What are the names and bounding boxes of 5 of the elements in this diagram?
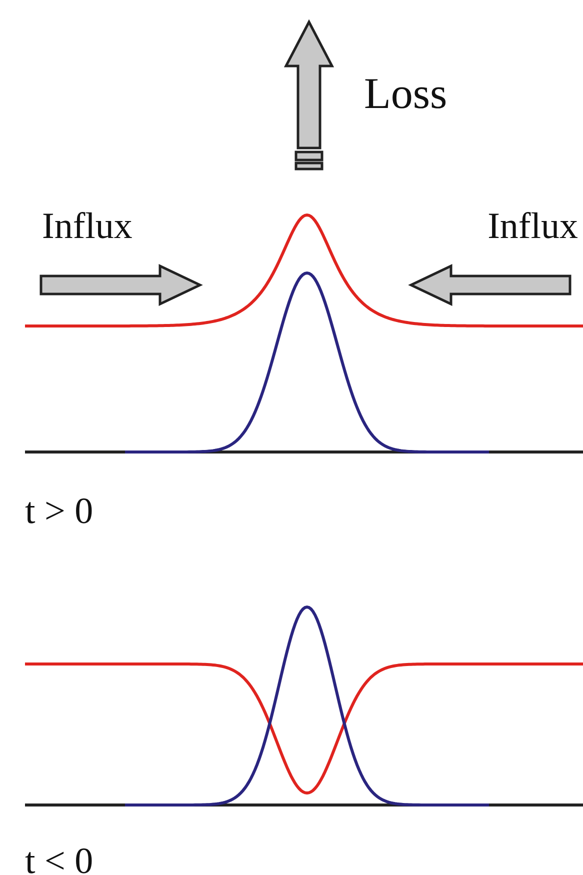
- influx-label: Influx: [42, 208, 132, 245]
- time-label: t > 0: [25, 493, 94, 530]
- time-label: t < 0: [25, 843, 94, 875]
- influx-label: Influx: [488, 208, 578, 245]
- loss-label: Loss: [364, 72, 448, 116]
